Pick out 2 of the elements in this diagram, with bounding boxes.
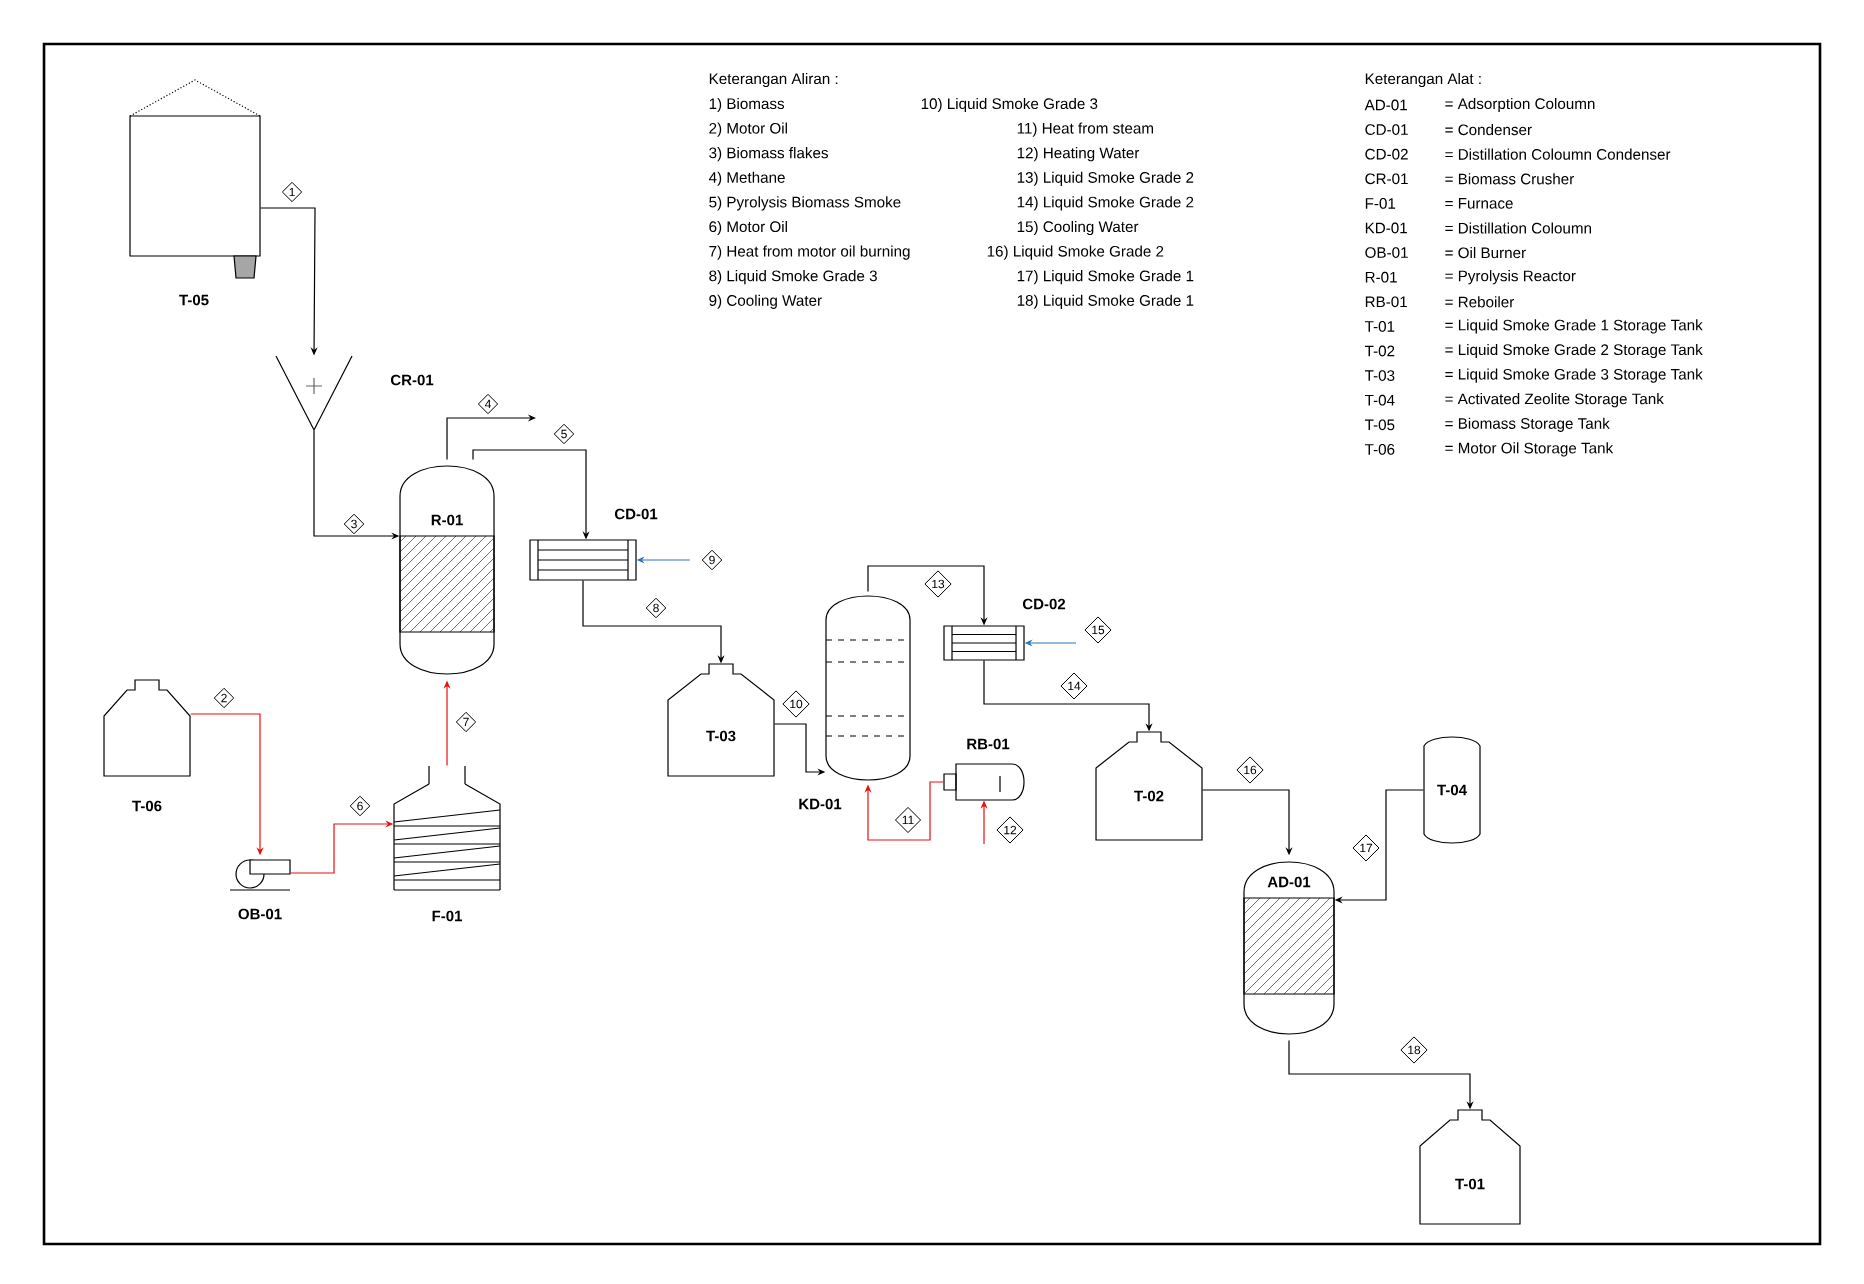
arrow <box>446 414 536 460</box>
arrow <box>864 781 944 841</box>
